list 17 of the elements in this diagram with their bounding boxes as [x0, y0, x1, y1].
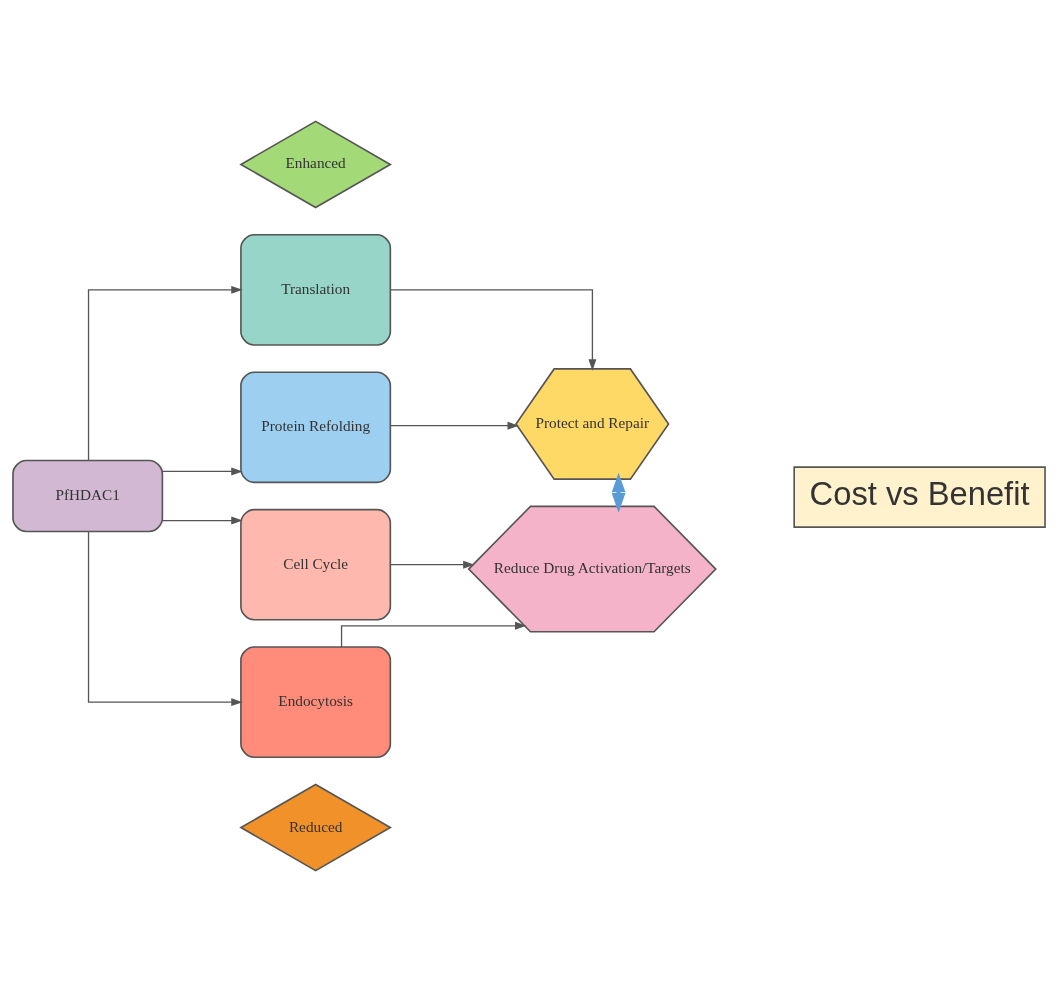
arrow [611, 472, 626, 513]
arrow [389, 289, 597, 371]
node-box: Endocytosis [240, 646, 392, 759]
arrow [340, 621, 527, 648]
arrow [87, 531, 243, 707]
node-box: Protein Refolding [240, 371, 392, 484]
node-diamond: Reduced [239, 783, 392, 872]
node-box: Cell Cycle [240, 508, 392, 621]
node-box: PfHDAC1 [12, 459, 164, 533]
arrow [87, 285, 243, 461]
node-box: Cost vs Benefit [793, 466, 1046, 528]
arrow [389, 560, 475, 569]
arrow [389, 421, 519, 430]
arrow [162, 467, 243, 476]
node-diamond: Enhanced [239, 120, 392, 209]
arrow [162, 516, 243, 525]
node-box: Translation [240, 233, 392, 346]
